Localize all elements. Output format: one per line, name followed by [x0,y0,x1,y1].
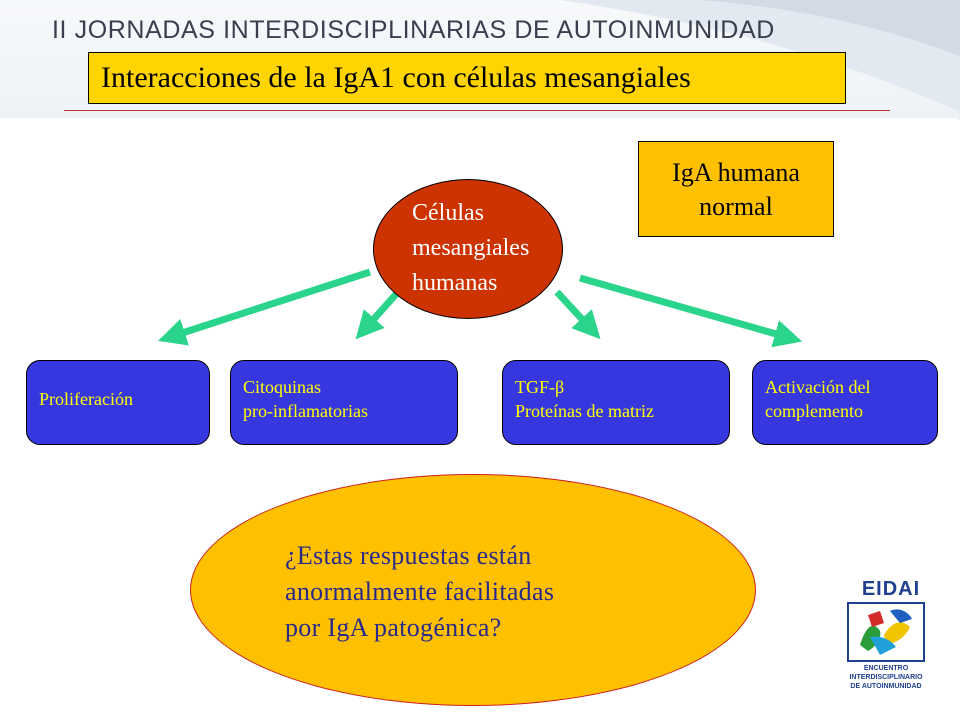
response-2-line-1: Citoquinas [243,377,322,397]
center-line-2: mesangiales [412,235,530,261]
response-3-line-2: Proteínas de matriz [515,401,654,421]
logo-wordmark: EIDAI [861,578,921,600]
mesangial-cells-ellipse [373,179,563,319]
arrow-to-complemento [579,274,803,348]
arrow-to-proliferacion [158,268,372,346]
question-line-2: anormalmente facilitadas [285,577,555,606]
arrow-to-tgf [554,289,601,340]
arrow-to-citoquinas [355,289,401,340]
question-ellipse [190,474,756,706]
response-4-line-1: Activación del [765,377,871,397]
slide-title: Interacciones de la IgA1 con células mes… [88,52,846,104]
iga-line-2: normal [699,192,773,221]
response-1-line-1: Proliferación [39,389,133,409]
center-line-1: Células [412,200,484,226]
logo-caption: ENCUENTRO INTERDISCIPLINARIO DE AUTOINMU… [836,664,936,691]
center-line-3: humanas [412,270,498,296]
response-3-line-1: TGF-β [515,377,565,397]
response-4-line-2: complemento [765,401,863,421]
logo-caption-line-1: ENCUENTRO [863,665,909,672]
iga-line-1: IgA humana [672,158,800,187]
mesangial-cells-label: Células mesangiales humanas [412,196,529,301]
response-box-proliferacion: Proliferación [26,360,210,445]
logo-caption-line-2: INTERDISCIPLINARIO [849,674,923,681]
eidai-logo [847,602,925,662]
logo-caption-line-3: DE AUTOINMUNIDAD [850,683,922,690]
title-underline [64,110,890,111]
response-box-tgf: TGF-β Proteínas de matriz [502,360,730,445]
question-line-1: ¿Estas respuestas están [285,541,532,570]
iga-normal-box: IgA humana normal [638,141,834,237]
response-box-citoquinas: Citoquinas pro-inflamatorias [230,360,458,445]
conference-title: II JORNADAS INTERDISCIPLINARIAS DE AUTOI… [52,16,775,44]
response-box-complemento: Activación del complemento [752,360,938,445]
response-2-line-2: pro-inflamatorias [243,401,368,421]
question-line-3: por IgA patogénica? [285,613,502,642]
question-text: ¿Estas respuestas están anormalmente fac… [285,538,554,646]
